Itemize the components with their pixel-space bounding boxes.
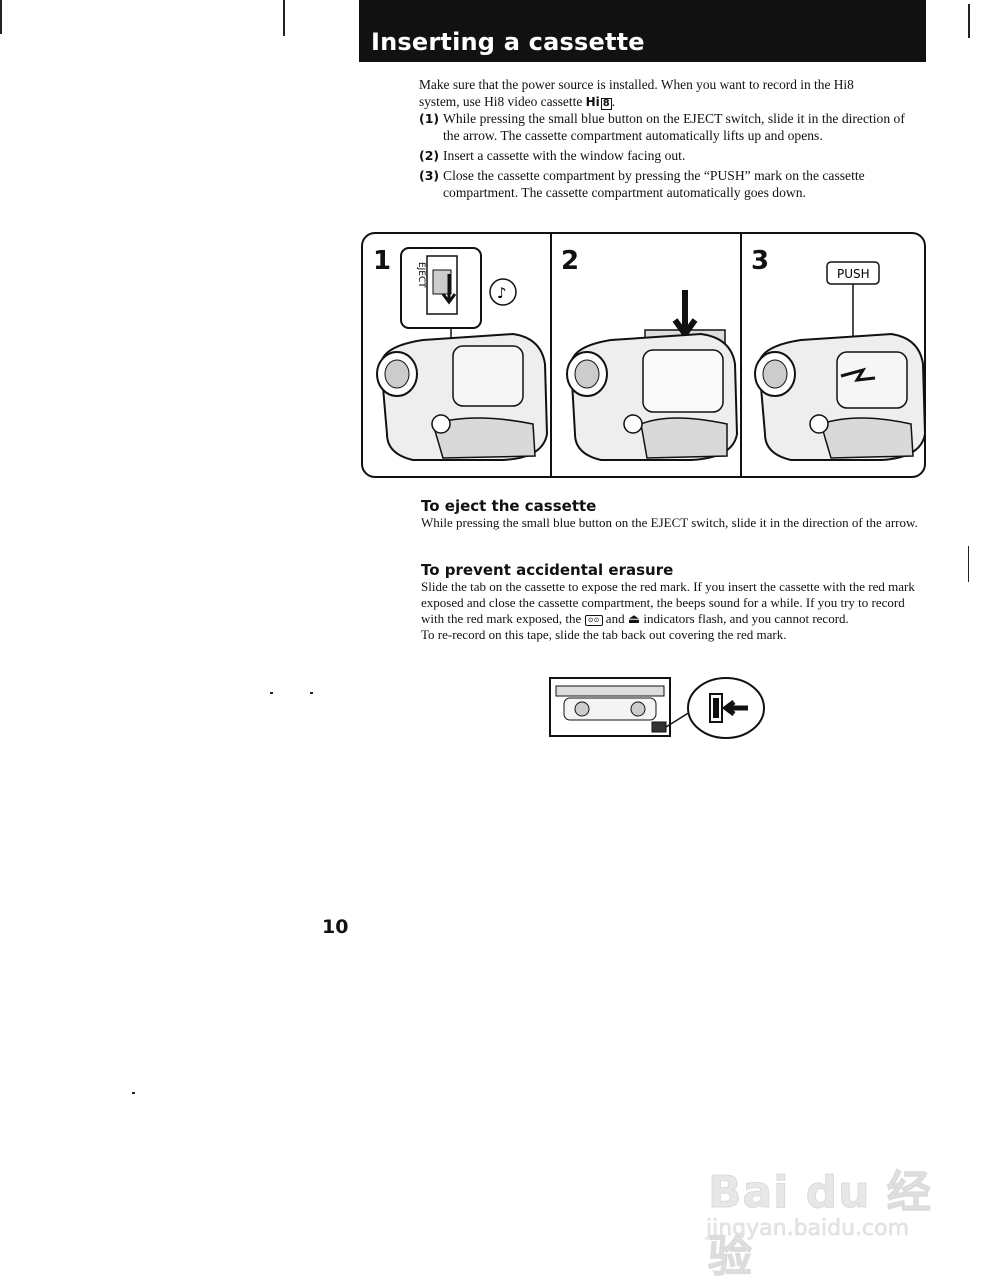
scan-artifact [968, 4, 970, 38]
camcorder-close-illustration: PUSH [754, 261, 924, 461]
erasure-heading: To prevent accidental erasure [421, 561, 674, 579]
panel-number: 2 [561, 246, 580, 276]
beep-icon: ♪ [497, 284, 507, 302]
hi8-mark: Hi [585, 95, 600, 109]
eject-heading: To eject the cassette [421, 497, 597, 515]
baidu-watermark: Bai du 经验 jingyan.baidu.com [700, 1138, 950, 1283]
hi8-box: 8 [600, 98, 612, 110]
step-number: (2) [419, 148, 440, 163]
rerecord-text: To re-record on this tape, slide the tab… [421, 627, 787, 642]
intro-line-1: Make sure that the power source is insta… [419, 77, 854, 92]
tape-indicator-icon: ⊙⊙ [584, 614, 603, 626]
step-list: (1)While pressing the small blue button … [419, 110, 919, 204]
push-label: PUSH [837, 267, 870, 281]
eject-label: EJECT [416, 262, 426, 288]
scan-artifact [0, 0, 2, 34]
scan-artifact [132, 1092, 135, 1094]
step-number: (1) [419, 111, 440, 126]
camcorder-eject-illustration: EJECT ♪ [376, 247, 549, 461]
step-text: Insert a cassette with the window facing… [443, 148, 686, 163]
intro-paragraph: Make sure that the power source is insta… [419, 76, 899, 111]
scan-artifact [270, 692, 273, 694]
eject-paragraph: While pressing the small blue button on … [421, 515, 918, 530]
step-item: (3)Close the cassette compartment by pre… [419, 167, 919, 201]
step-text: Close the cassette compartment by pressi… [443, 168, 865, 200]
instruction-figure: 1 EJECT ♪ 2 [361, 232, 926, 478]
step-number: (3) [419, 168, 440, 183]
panel-divider [740, 234, 742, 476]
panel-number: 1 [373, 246, 392, 276]
panel-2: 2 [551, 234, 740, 476]
camcorder-insert-illustration [566, 290, 739, 461]
page-number: 10 [322, 916, 349, 938]
step-text: While pressing the small blue button on … [443, 111, 905, 143]
scan-artifact [968, 546, 969, 582]
eject-indicator-icon: ⏏ [627, 611, 641, 626]
page-title: Inserting a cassette [371, 28, 645, 56]
erasure-paragraph: Slide the tab on the cassette to expose … [421, 579, 921, 643]
panel-divider [550, 234, 552, 476]
step-item: (2)Insert a cassette with the window fac… [419, 147, 919, 164]
erasure-text-1: Slide the tab on the cassette to expose … [421, 579, 915, 626]
title-bar: Inserting a cassette [359, 0, 926, 62]
scan-artifact [310, 692, 313, 694]
panel-1: 1 EJECT ♪ [363, 234, 550, 476]
step-item: (1)While pressing the small blue button … [419, 110, 919, 144]
erasure-text-2: indicators flash, and you cannot record. [643, 611, 849, 626]
cassette-tab-illustration [549, 677, 765, 739]
panel-number: 3 [751, 246, 770, 276]
watermark-logo-text: Bai du 经验 [708, 1167, 932, 1283]
erasure-text-and: and [605, 611, 625, 626]
scan-artifact [283, 0, 285, 36]
intro-line-2-text: system, use Hi8 video cassette [419, 94, 586, 109]
watermark-url: jingyan.baidu.com [706, 1216, 910, 1242]
panel-3: 3 PUSH [741, 234, 924, 476]
